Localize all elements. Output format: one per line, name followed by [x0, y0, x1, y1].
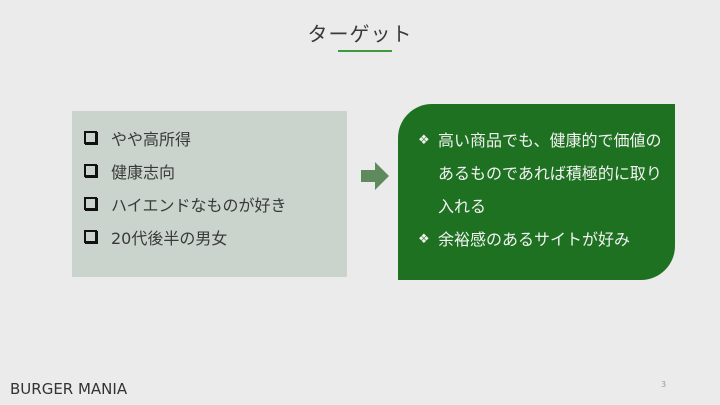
- arrow-right-icon: [361, 162, 389, 190]
- list-item: 健康志向: [82, 154, 347, 187]
- diamond-bullet-icon: ❖: [418, 133, 430, 148]
- checkbox-bullet-icon: [84, 131, 97, 144]
- checkbox-bullet-icon: [84, 197, 97, 210]
- list-item: 20代後半の男女: [82, 220, 347, 253]
- checkbox-bullet-icon: [84, 230, 97, 243]
- list-item: ❖高い商品でも、健康的で価値のあるものであれば積極的に取り入れる: [418, 124, 668, 223]
- footer-brand: BURGER MANIA: [10, 380, 128, 398]
- slide-title: ターゲット: [307, 22, 413, 46]
- page-number: 3: [661, 380, 667, 389]
- checkbox-bullet-icon: [84, 164, 97, 177]
- list-item: ❖余裕感のあるサイトが好み: [418, 223, 668, 256]
- list-item: ハイエンドなものが好き: [82, 187, 347, 220]
- target-attributes-box: やや高所得 健康志向 ハイエンドなものが好き 20代後半の男女: [72, 111, 347, 277]
- title-underline: [338, 50, 392, 52]
- list-item: やや高所得: [82, 121, 347, 154]
- target-insights-box: ❖高い商品でも、健康的で価値のあるものであれば積極的に取り入れる ❖余裕感のある…: [398, 104, 675, 280]
- diamond-bullet-icon: ❖: [418, 232, 430, 247]
